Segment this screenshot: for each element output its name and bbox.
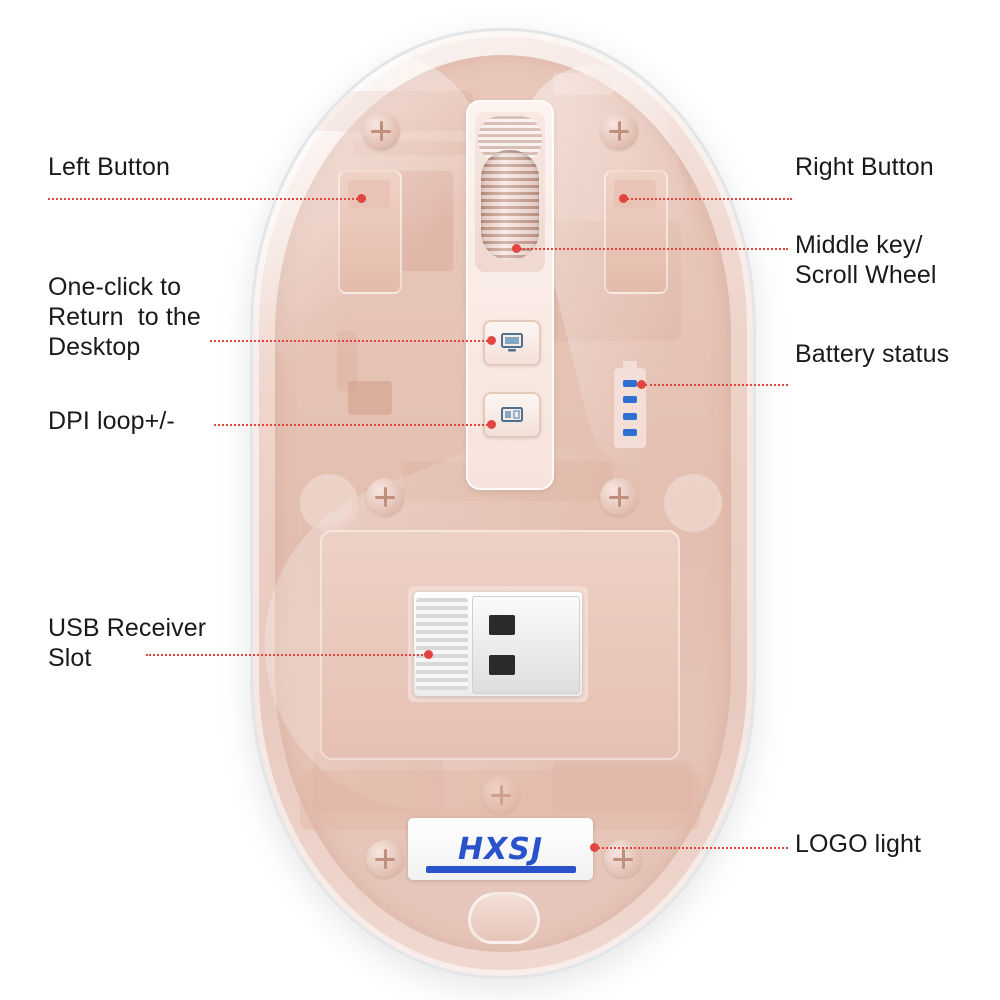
right-switch-tower [604,170,668,294]
usb-contact [489,655,515,675]
switch-cap [348,180,390,208]
logo-light-plate: HXSJ [408,818,593,880]
callout-label-battery-status: Battery status [795,340,950,368]
leader-dot-battery-status [637,380,646,389]
leader-dot-logo-light [590,843,599,852]
pcb-block [553,761,693,811]
callout-label-left-button: Left Button [48,153,171,181]
screw [600,478,638,516]
screw [604,840,642,878]
usb-metal-shell [472,596,580,694]
leader-dot-return-desktop [487,336,496,345]
usb-contact [489,615,515,635]
screw [366,840,404,878]
callout-label-return-desktop: One-click to Return to the Desktop [48,273,201,361]
leader-line-right-button [624,198,792,200]
leader-dot-usb-receiver [424,650,433,659]
callout-label-logo-light: LOGO light [795,830,922,858]
leader-line-logo-light [598,847,788,849]
callout-label-dpi-loop: DPI loop+/- [48,407,175,435]
screw [482,776,520,814]
battery-led [623,412,637,420]
battery-led [623,428,637,436]
leader-line-battery-status [645,384,788,386]
screw [600,112,638,150]
leader-dot-middle-key [512,244,521,253]
brand-logo-text: HXSJ [457,831,543,867]
bottom-pad [468,892,540,944]
pcb-block [313,751,443,811]
dpi-loop-button[interactable] [483,392,541,438]
usb-ribs [416,598,468,690]
foot-ring [664,474,722,532]
desktop-icon [485,322,539,364]
battery-tip [623,361,637,368]
logo-light-bar [426,866,576,873]
pcb-pad [553,73,613,95]
foot-ring [300,474,358,532]
leader-dot-left-button [357,194,366,203]
scroll-wheel [481,150,539,260]
battery-led [623,380,637,388]
battery-led [623,396,637,404]
dpi-icon [485,394,539,436]
callout-label-usb-receiver: USB Receiver Slot [48,614,207,672]
callout-label-middle-key: Middle key/ Scroll Wheel [795,231,937,289]
leader-dot-dpi-loop [487,420,496,429]
leader-dot-right-button [619,194,628,203]
leader-line-usb-receiver [146,654,430,656]
left-switch-tower [338,170,402,294]
leader-line-dpi-loop [214,424,492,426]
callout-label-right-button: Right Button [795,153,934,181]
screw [366,478,404,516]
leader-line-left-button [48,198,366,200]
usb-receiver [414,592,582,696]
leader-line-return-desktop [210,340,492,342]
screw [362,112,400,150]
leader-line-middle-key [520,248,788,250]
